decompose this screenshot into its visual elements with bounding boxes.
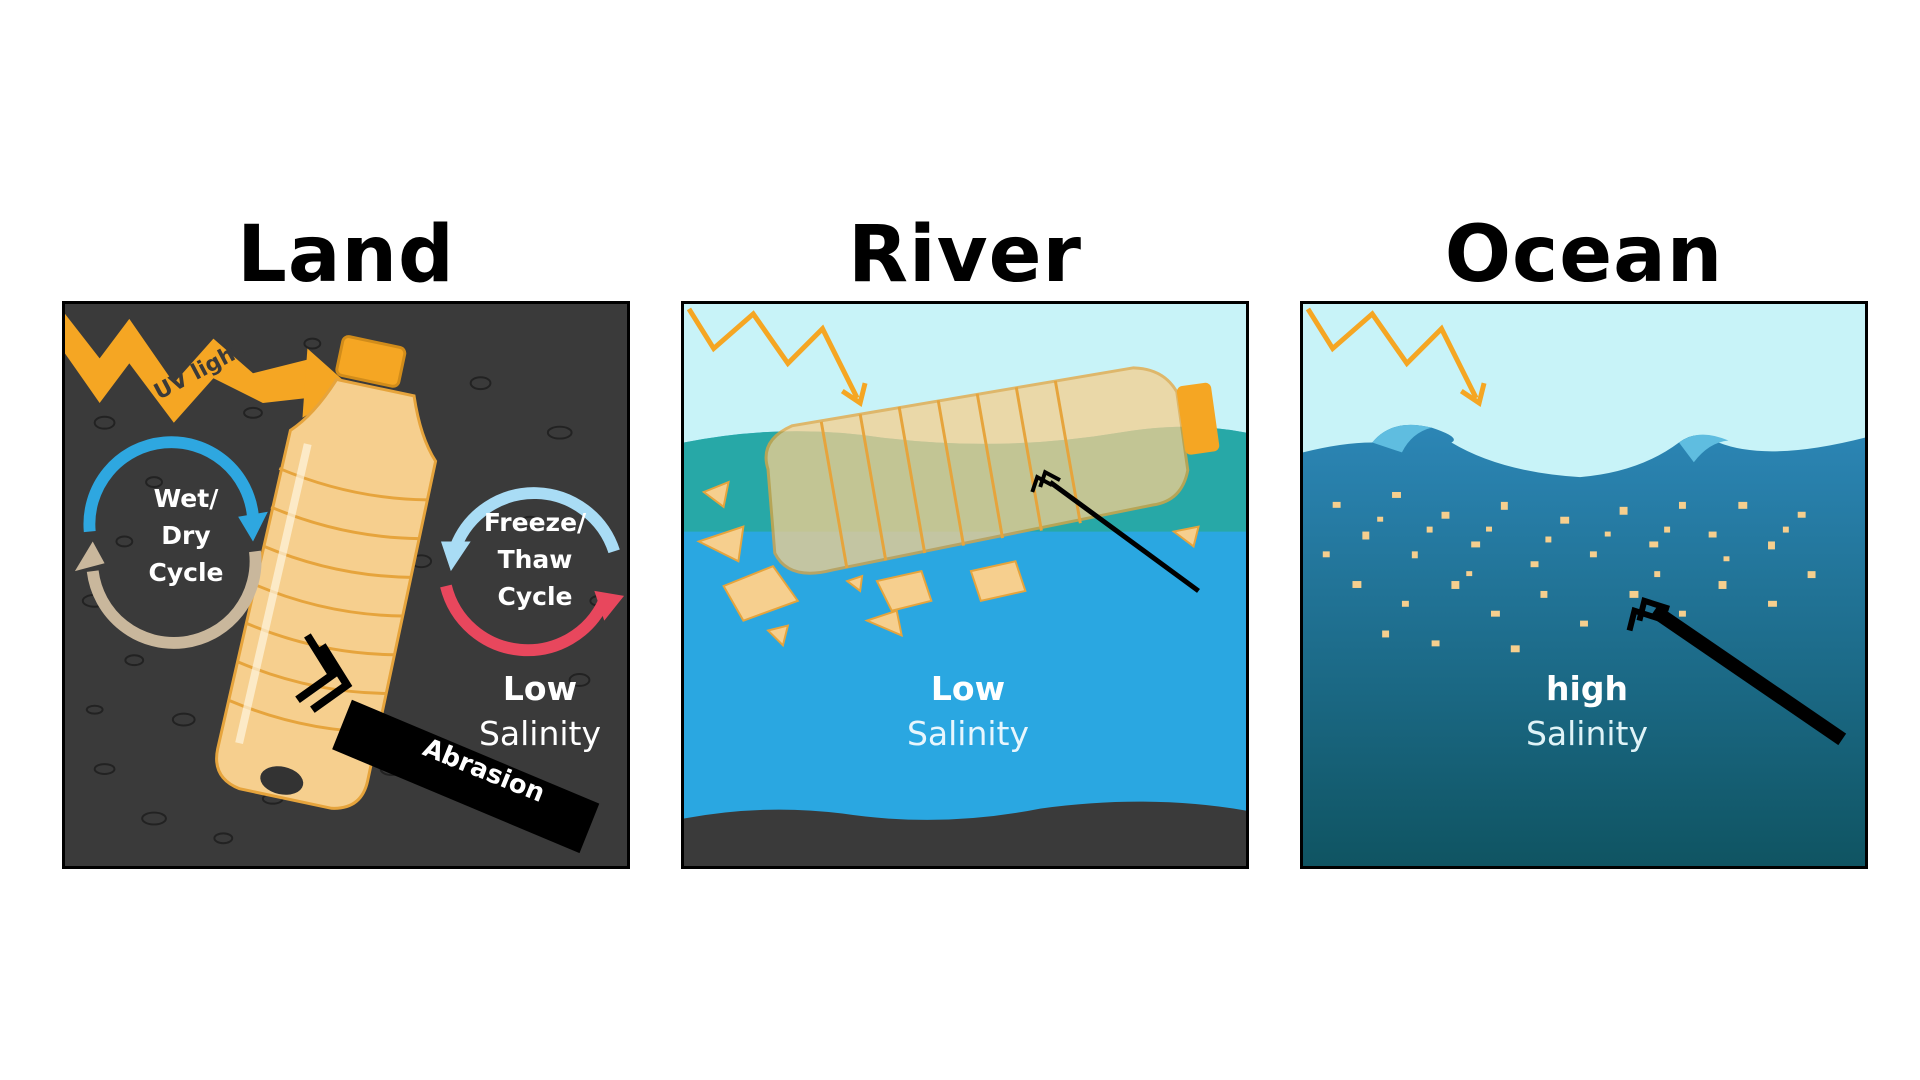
land-salinity-word: Salinity [478, 714, 602, 753]
bottle-river [764, 366, 1220, 575]
ocean-panel: high Salinity [1300, 301, 1868, 869]
uv-arrow [65, 313, 313, 423]
microplastic-particles [1322, 491, 1816, 653]
ocean-illustration [1303, 304, 1865, 866]
land-title: Land [237, 210, 455, 300]
river-fragments [696, 480, 1200, 648]
wet-dry-cycle-arrows [83, 436, 262, 649]
ocean-salinity-word: Salinity [1525, 714, 1649, 753]
ocean-title: Ocean [1444, 210, 1724, 300]
land-salinity-level: Low [502, 669, 578, 708]
uv-ray-river [686, 307, 860, 400]
river-title: River [847, 210, 1082, 300]
freeze-thaw-cycle-arrows [440, 487, 620, 657]
river-salinity-word: Salinity [906, 714, 1030, 753]
land-panel: UV light Abrasion [62, 301, 630, 869]
uv-ray-ocean [1305, 307, 1479, 400]
land-illustration: UV light Abrasion [65, 304, 627, 866]
river-force-arrow [1030, 469, 1200, 593]
ocean-salinity-level: high [1546, 669, 1628, 708]
ocean-force-arrow [1626, 597, 1847, 746]
river-panel: Low Salinity [681, 301, 1249, 869]
river-illustration [684, 304, 1246, 866]
river-salinity-level: Low [930, 669, 1006, 708]
